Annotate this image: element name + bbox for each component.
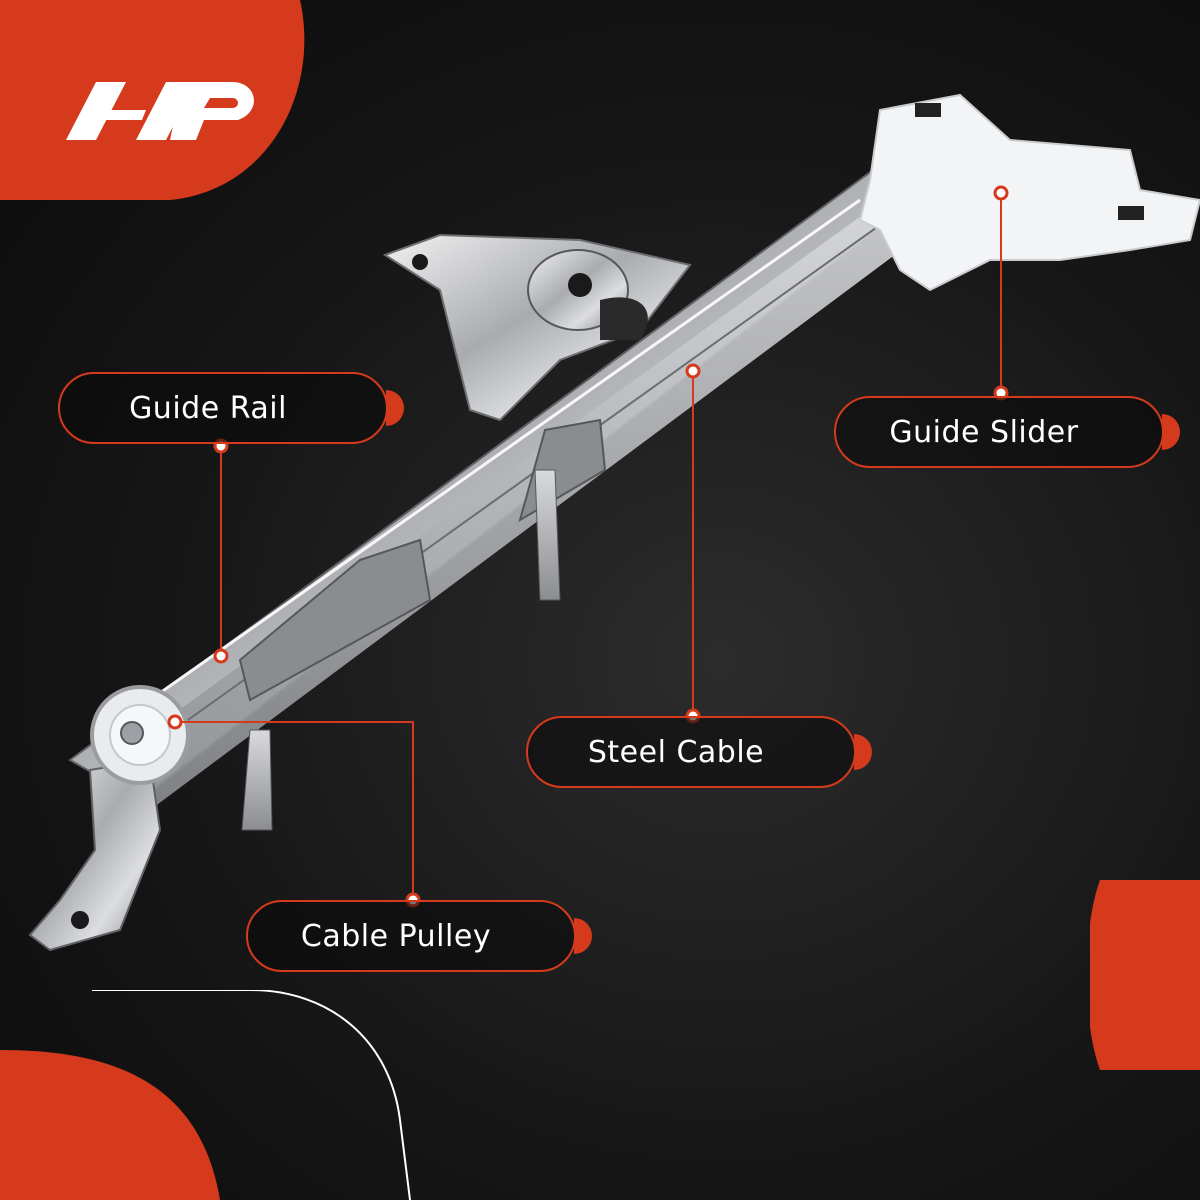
steel-cable-marker	[685, 363, 701, 379]
cable-pulley-label: Cable Pulley	[246, 900, 592, 972]
guide-rail-label: Guide Rail	[58, 372, 404, 444]
cable-pulley-text: Cable Pulley	[300, 918, 492, 954]
bottom-left-corner-shape	[0, 990, 411, 1200]
cable-pulley-marker	[167, 714, 183, 730]
right-edge-shape	[1090, 880, 1200, 1070]
guide-slider-label: Guide Slider	[834, 396, 1180, 468]
steel-cable-label: Steel Cable	[526, 716, 872, 788]
guide-slider-text: Guide Slider	[889, 414, 1079, 450]
a-premium-logo	[66, 82, 254, 140]
guide-slider-marker	[993, 185, 1009, 201]
cable-pulley-tab	[574, 918, 592, 954]
steel-cable-text: Steel Cable	[587, 734, 765, 770]
guide-rail-tab	[386, 390, 404, 426]
top-left-corner-shape	[0, 0, 305, 200]
steel-cable-tab	[854, 734, 872, 770]
guide-rail-text: Guide Rail	[129, 390, 287, 426]
guide-slider-tab	[1162, 414, 1180, 450]
guide-rail-marker	[213, 648, 229, 664]
